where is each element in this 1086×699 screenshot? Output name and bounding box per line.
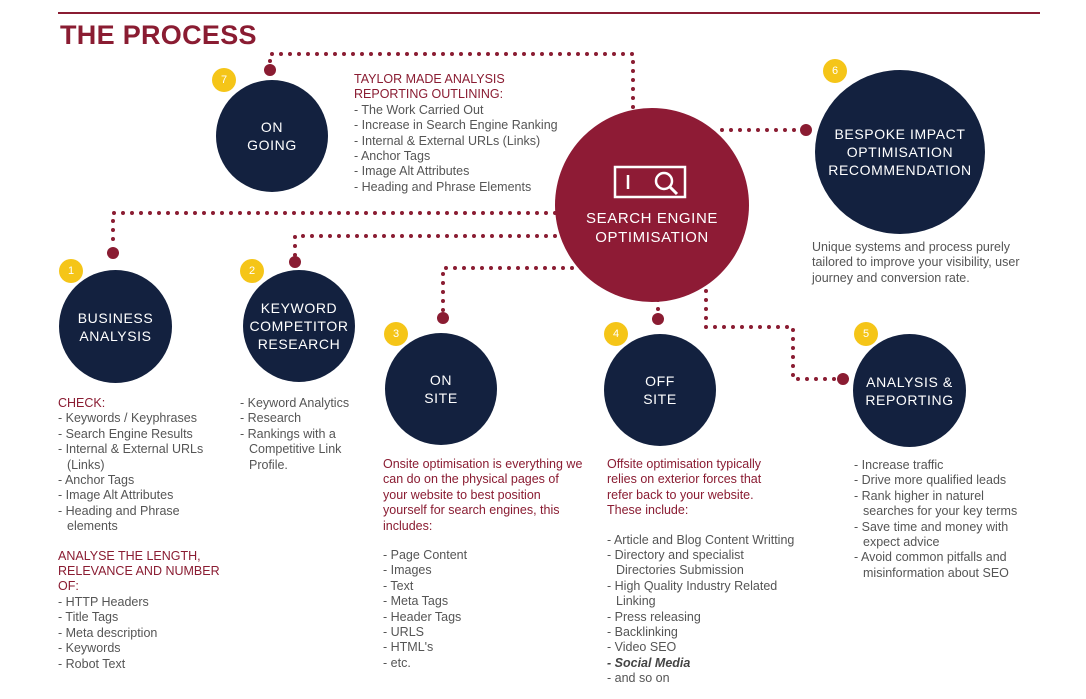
ongoing-heading: TAYLOR MADE ANALYSIS REPORTING OUTLINING… — [354, 72, 505, 102]
business-analysis-circle: BUSINESS ANALYSIS — [59, 270, 172, 383]
list-item: Header Tags — [383, 610, 583, 625]
list-item: Backlinking — [607, 625, 822, 640]
step-badge-3: 3 — [384, 322, 408, 346]
list-item: Heading and Phrase Elements — [354, 180, 584, 195]
list-item: Article and Blog Content Writting — [607, 533, 822, 548]
bespoke-circle: BESPOKE IMPACT OPTIMISATION RECOMMENDATI… — [815, 70, 985, 234]
list-item: Meta Tags — [383, 594, 583, 609]
list-item: Page Content — [383, 548, 583, 563]
step-badge-6: 6 — [823, 59, 847, 83]
step-badge-2: 2 — [240, 259, 264, 283]
keyword-research-block: Keyword Analytics Research Rankings with… — [240, 396, 370, 473]
analyse-heading: ANALYSE THE LENGTH, RELEVANCE AND NUMBER… — [58, 548, 220, 594]
step-badge-7: 7 — [212, 68, 236, 92]
list-item: Meta description — [58, 626, 228, 641]
offsite-description: Offsite optimisation typically relies on… — [607, 457, 762, 518]
list-item: Search Engine Results — [58, 427, 228, 442]
ongoing-circle: ON GOING — [216, 80, 328, 192]
list-item: HTML's — [383, 640, 583, 655]
onsite-circle: ON SITE — [385, 333, 497, 445]
top-divider — [58, 12, 1040, 14]
onsite-description: Onsite optimisation is everything we can… — [383, 457, 583, 533]
step-badge-4: 4 — [604, 322, 628, 346]
list-item: URLS — [383, 625, 583, 640]
list-item: Save time and money with expect advice — [854, 520, 1029, 551]
list-item: Avoid common pitfalls and misinformation… — [854, 550, 1029, 581]
list-item: Drive more qualified leads — [854, 473, 1029, 488]
seo-main-circle: SEARCH ENGINE OPTIMISATION — [555, 108, 749, 302]
list-item: Image Alt Attributes — [354, 164, 584, 179]
list-item: HTTP Headers — [58, 595, 228, 610]
offsite-block: Offsite optimisation typically relies on… — [607, 457, 822, 687]
list-item: and so on — [607, 671, 822, 686]
step-badge-5: 5 — [854, 322, 878, 346]
list-item: Increase traffic — [854, 458, 1029, 473]
list-item: Title Tags — [58, 610, 228, 625]
list-item: Keyword Analytics — [240, 396, 370, 411]
list-item: Rankings with a Competitive Link Profile… — [240, 427, 370, 473]
bespoke-description: Unique systems and process purely tailor… — [812, 240, 1020, 285]
list-item: Video SEO — [607, 640, 822, 655]
search-bar-icon — [613, 165, 687, 199]
keyword-research-circle: KEYWORD COMPETITOR RESEARCH — [243, 270, 355, 382]
onsite-block: Onsite optimisation is everything we can… — [383, 457, 583, 671]
list-item: Anchor Tags — [354, 149, 584, 164]
seo-main-label: SEARCH ENGINE OPTIMISATION — [586, 210, 718, 246]
list-item: High Quality Industry Related Linking — [607, 579, 816, 610]
list-item: Directory and specialist Directories Sub… — [607, 548, 766, 579]
list-item: Rank higher in naturel searches for your… — [854, 489, 1029, 520]
analysis-reporting-block: Increase traffic Drive more qualified le… — [854, 458, 1029, 581]
ongoing-block: TAYLOR MADE ANALYSIS REPORTING OUTLINING… — [354, 72, 584, 195]
step-badge-1: 1 — [59, 259, 83, 283]
list-item: Images — [383, 563, 583, 578]
list-item: Social Media — [607, 656, 822, 671]
list-item: Research — [240, 411, 370, 426]
check-heading: CHECK: — [58, 396, 106, 410]
list-item: Image Alt Attributes — [58, 488, 228, 503]
offsite-circle: OFF SITE — [604, 334, 716, 446]
list-item: Text — [383, 579, 583, 594]
list-item: Press releasing — [607, 610, 822, 625]
list-item: Heading and Phrase elements — [58, 504, 228, 535]
page-title: THE PROCESS — [60, 20, 257, 50]
business-analysis-block: CHECK: Keywords / Keyphrases Search Engi… — [58, 396, 228, 672]
list-item: Internal & External URLs (Links) — [58, 442, 228, 473]
list-item: The Work Carried Out — [354, 103, 584, 118]
list-item: Increase in Search Engine Ranking — [354, 118, 584, 133]
list-item: Anchor Tags — [58, 473, 228, 488]
list-item: etc. — [383, 656, 583, 671]
analysis-reporting-circle: ANALYSIS & REPORTING — [853, 334, 966, 447]
list-item: Keywords — [58, 641, 228, 656]
list-item: Robot Text — [58, 657, 228, 672]
list-item: Internal & External URLs (Links) — [354, 134, 584, 149]
list-item: Keywords / Keyphrases — [58, 411, 228, 426]
